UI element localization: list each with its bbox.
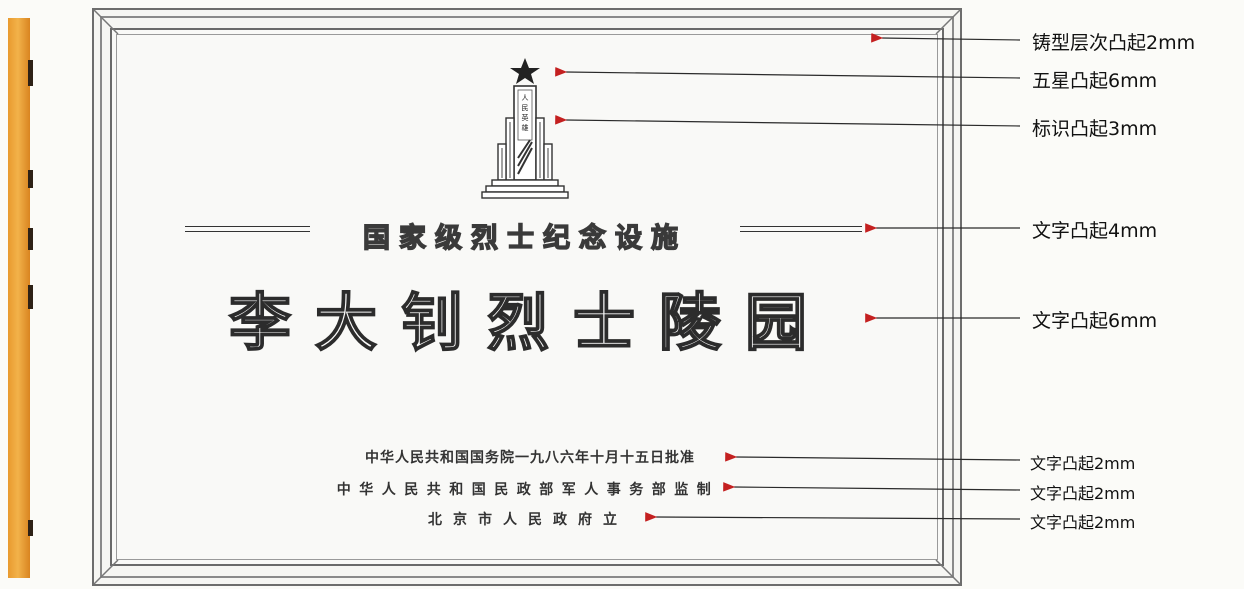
- monument-star-emblem-icon: 人 民 英 雄: [481, 58, 569, 199]
- side-mark: [28, 60, 33, 86]
- side-mark: [28, 228, 33, 250]
- svg-text:雄: 雄: [522, 123, 529, 132]
- annotation-arrow-star: [555, 67, 1021, 79]
- annotation-label-header: 文字凸起4mm: [1032, 220, 1158, 242]
- annotation-label-emblem: 标识凸起3mm: [1032, 118, 1158, 140]
- supervision-line: 中华人民共和国民政部军人事务部监制: [336, 482, 720, 498]
- annotation-arrow-line1: [725, 452, 1021, 462]
- side-mark: [28, 170, 33, 188]
- annotation-arrow-line3: [645, 512, 1021, 522]
- annotation-label-star: 五星凸起6mm: [1032, 70, 1158, 92]
- annotation-label-line2: 文字凸起2mm: [1030, 484, 1136, 503]
- annotation-label-title: 文字凸起6mm: [1032, 310, 1158, 332]
- annotation-arrow-border: [871, 33, 1021, 43]
- annotation-arrow-emblem: [555, 115, 1021, 127]
- header-text: 国家级烈士纪念设施: [362, 222, 687, 254]
- header-right-rule: [740, 226, 862, 232]
- star-icon: [510, 58, 540, 84]
- plaque-inner-frame-line: [116, 34, 938, 560]
- annotation-label-line3: 文字凸起2mm: [1030, 513, 1136, 532]
- approval-line: 中华人民共和国国务院一九八六年十月十五日批准: [365, 450, 695, 466]
- annotation-label-border: 铸型层次凸起2mm: [1032, 32, 1196, 54]
- annotation-label-line1: 文字凸起2mm: [1030, 454, 1136, 473]
- header-row: 国家级烈士纪念设施: [185, 212, 865, 255]
- erected-by-line: 北京市人民政府立: [428, 512, 628, 528]
- title-text: 李大钊烈士陵园: [228, 285, 831, 360]
- svg-text:人: 人: [522, 94, 529, 102]
- side-mark: [28, 520, 33, 536]
- svg-text:民: 民: [522, 104, 529, 112]
- plaque-frame: [100, 16, 954, 578]
- svg-text:英: 英: [522, 113, 529, 122]
- plaque-side-strip: [8, 18, 30, 578]
- annotation-arrow-line2: [723, 482, 1021, 492]
- header-left-rule: [185, 226, 310, 232]
- side-mark: [28, 285, 33, 309]
